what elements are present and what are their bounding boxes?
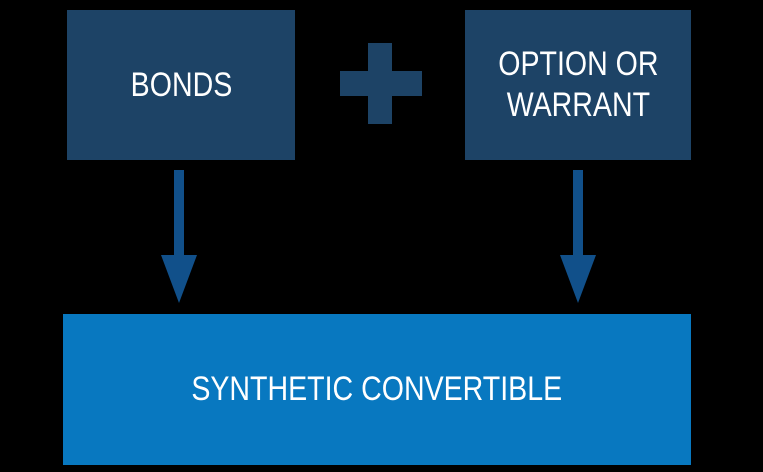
arrow-down-icon <box>560 170 596 303</box>
synthetic-convertible-box: SYNTHETIC CONVERTIBLE <box>63 314 691 465</box>
plus-icon <box>340 43 422 124</box>
arrow-down-icon <box>161 170 197 303</box>
option-warrant-box: OPTION OR WARRANT <box>465 10 691 160</box>
option-warrant-label-line1: OPTION OR <box>497 45 659 83</box>
bonds-box: BONDS <box>67 10 295 160</box>
option-warrant-label-line2: WARRANT <box>506 86 650 124</box>
plus-icon-horizontal-bar <box>340 71 422 96</box>
option-warrant-label: OPTION OR WARRANT <box>498 44 658 126</box>
synthetic-convertible-label: SYNTHETIC CONVERTIBLE <box>191 370 563 408</box>
bonds-label: BONDS <box>130 65 232 104</box>
